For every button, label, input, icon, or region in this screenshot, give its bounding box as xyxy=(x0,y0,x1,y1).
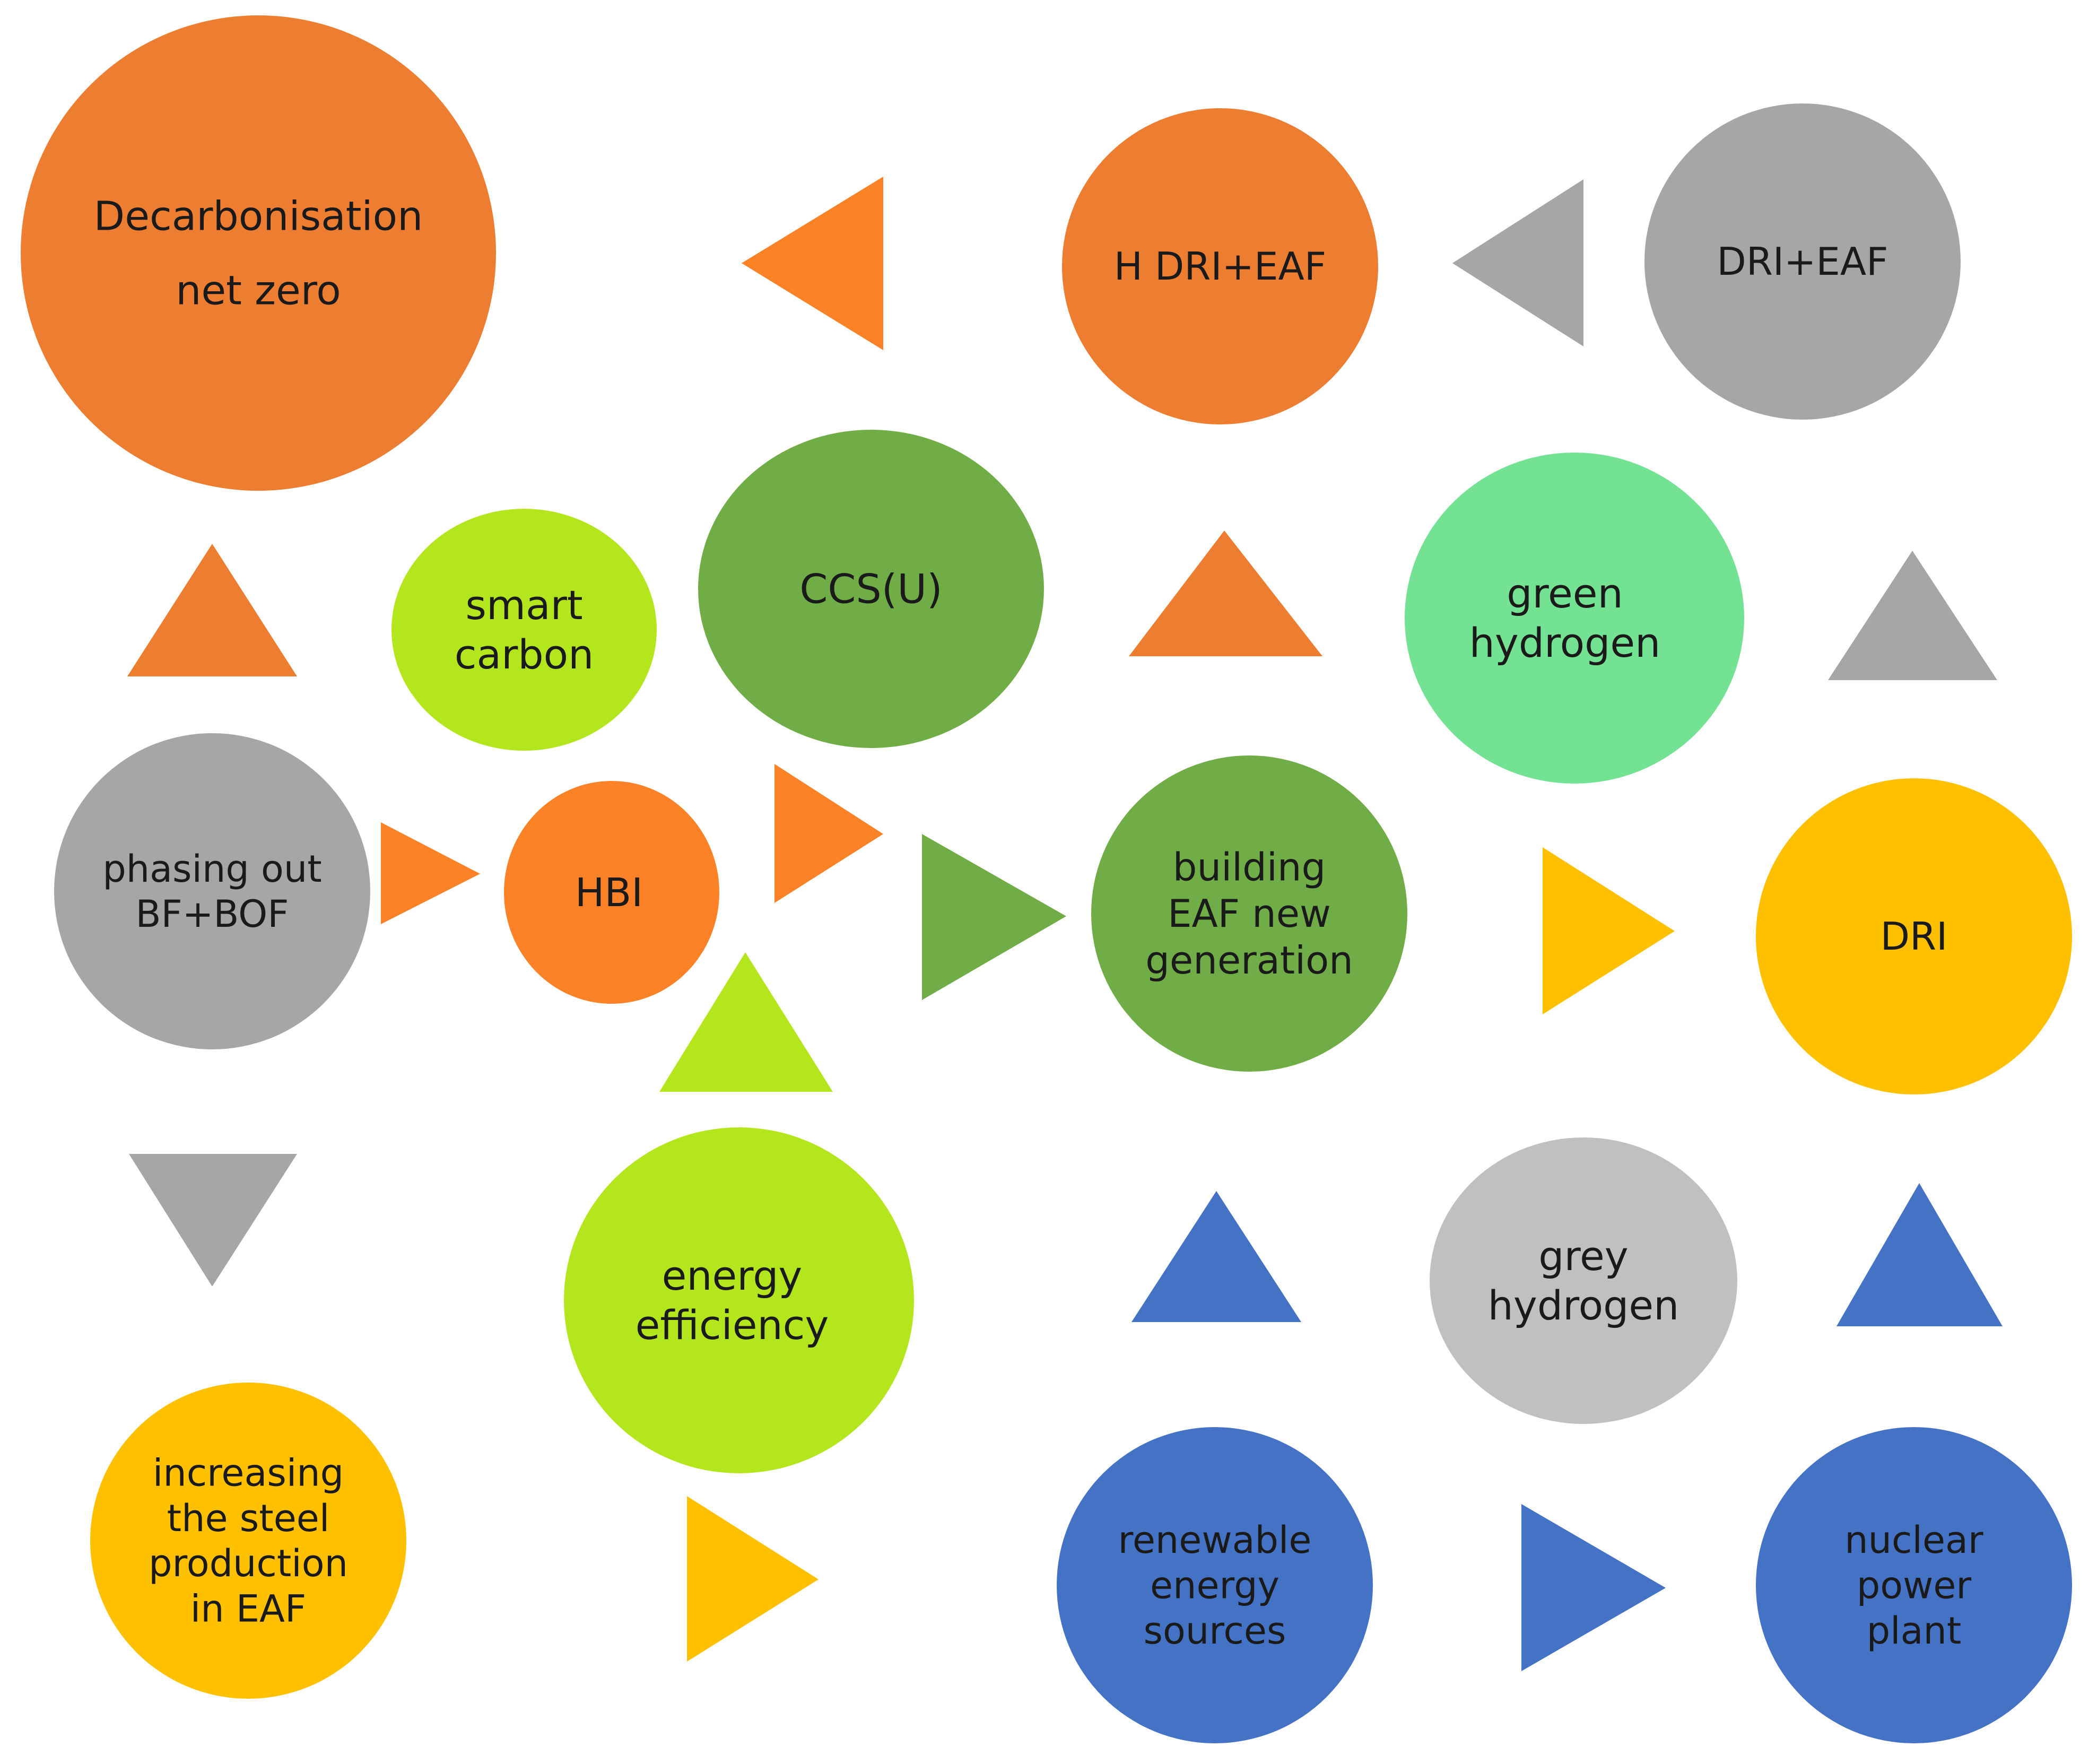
dri-eaf-circle xyxy=(1644,103,1961,420)
hbi-label: HBI xyxy=(575,870,643,916)
label-line: nuclear xyxy=(1844,1518,1983,1562)
arrow-to-decarbonisation-from-h-dri xyxy=(742,177,883,350)
arrow-up-to-h-dri xyxy=(1129,531,1322,656)
label-line: energy xyxy=(662,1252,803,1299)
label-line: H DRI+EAF xyxy=(1114,244,1326,289)
dri-label: DRI xyxy=(1881,914,1948,959)
label-line: DRI+EAF xyxy=(1717,239,1888,284)
decarbonisation-circle xyxy=(21,15,496,491)
dri-circle xyxy=(1756,778,2072,1094)
arrow-efficiency-up-to-hbi xyxy=(659,952,833,1092)
ccsu-label: CCS(U) xyxy=(799,566,942,613)
arrow-to-building-eaf xyxy=(922,834,1066,1000)
label-line: production xyxy=(149,1542,348,1585)
label-line: grey xyxy=(1538,1232,1629,1280)
dri-eaf-label: DRI+EAF xyxy=(1717,239,1888,284)
arrow-up-to-decarbonisation xyxy=(127,544,297,676)
arrow-up-to-dri-eaf xyxy=(1828,551,1997,680)
h-dri-eaf-label: H DRI+EAF xyxy=(1114,244,1326,289)
arrow-to-h-dri-from-dri-eaf xyxy=(1452,179,1583,346)
arrow-dri-to-building-eaf xyxy=(1543,847,1675,1014)
label-line: EAF new xyxy=(1168,891,1331,936)
label-line: smart xyxy=(465,581,582,629)
label-line: increasing xyxy=(153,1451,344,1494)
building-eaf-circle xyxy=(1091,755,1407,1072)
label-line: plant xyxy=(1867,1609,1962,1653)
arrow-phasing-to-hbi xyxy=(381,822,480,924)
label-line: energy xyxy=(1150,1564,1279,1607)
renewable-circle xyxy=(1057,1427,1373,1743)
ccsu-circle xyxy=(698,430,1044,748)
node-hbi: HBI xyxy=(504,781,719,1004)
label-line: renewable xyxy=(1118,1518,1312,1562)
label-line: green xyxy=(1507,570,1623,617)
label-line: phasing out xyxy=(102,847,321,891)
label-line: CCS(U) xyxy=(799,566,942,613)
decarbonisation-label: Decarbonisation net zero xyxy=(94,193,423,314)
label-line: HBI xyxy=(575,870,643,916)
node-dri: DRI xyxy=(1756,778,2072,1094)
node-h-dri-eaf: H DRI+EAF xyxy=(1062,108,1378,424)
label-line: hydrogen xyxy=(1469,619,1661,666)
label-line: the steel xyxy=(167,1497,330,1540)
increasing-eaf-circle xyxy=(90,1383,406,1699)
hbi-circle xyxy=(504,781,719,1004)
node-dri-eaf: DRI+EAF xyxy=(1644,103,1961,420)
arrow-efficiency-bottom-right xyxy=(687,1496,819,1662)
arrow-down-to-increasing-eaf xyxy=(129,1154,297,1287)
arrow-renewable-to-nuclear xyxy=(1521,1504,1666,1671)
label-line: sources xyxy=(1144,1609,1286,1653)
energy-efficiency-circle xyxy=(564,1127,914,1473)
label-line: Decarbonisation xyxy=(94,193,423,240)
label-line: building xyxy=(1173,845,1326,889)
label-line: hydrogen xyxy=(1488,1282,1679,1329)
smart-carbon-circle xyxy=(391,509,657,751)
h-dri-eaf-circle xyxy=(1062,108,1378,424)
node-ccsu: CCS(U) xyxy=(698,430,1044,748)
arrow-up-from-nuclear xyxy=(1836,1183,2003,1326)
node-decarbonisation: Decarbonisation net zero xyxy=(21,15,496,491)
label-line: in EAF xyxy=(190,1587,306,1631)
label-line: DRI xyxy=(1881,914,1948,959)
green-hydrogen-circle xyxy=(1405,453,1744,784)
label-line: BF+BOF xyxy=(135,892,289,936)
label-line: net zero xyxy=(176,267,341,314)
grey-hydrogen-circle xyxy=(1430,1137,1737,1424)
arrow-up-from-renewable xyxy=(1131,1191,1301,1322)
arrow-hbi-up-right xyxy=(774,764,883,903)
phasing-out-circle xyxy=(54,733,370,1049)
nuclear-circle xyxy=(1756,1427,2072,1743)
label-line: generation xyxy=(1145,938,1353,983)
label-line: efficiency xyxy=(636,1301,829,1349)
label-line: carbon xyxy=(455,631,594,678)
label-line: power xyxy=(1857,1564,1972,1607)
